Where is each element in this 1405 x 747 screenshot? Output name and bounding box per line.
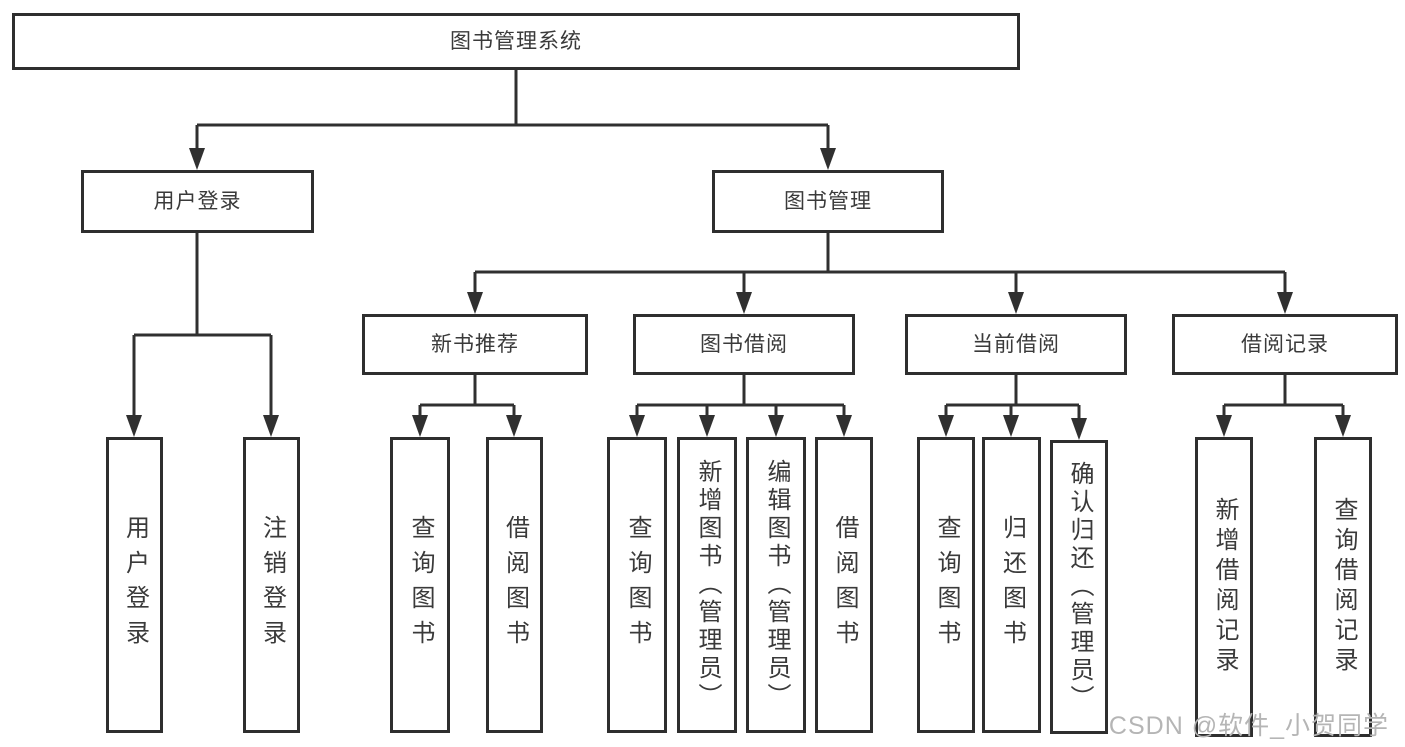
node-label: 图书管理 (784, 190, 872, 213)
leaf-borrow-books-recommend: 借阅图书 (486, 437, 543, 733)
node-label: 编辑图书（管理员） (763, 459, 790, 711)
leaf-query-books-current: 查询图书 (917, 437, 975, 733)
node-label: 注销登录 (258, 515, 286, 655)
leaf-logout: 注销登录 (243, 437, 300, 733)
leaf-query-books-recommend: 查询图书 (390, 437, 450, 733)
leaf-return-books: 归还图书 (982, 437, 1041, 733)
leaf-confirm-return-admin: 确认归还（管理员） (1050, 440, 1108, 734)
arrowheads (126, 148, 1351, 440)
node-label: 新书推荐 (431, 333, 519, 356)
node-label: 查询图书 (407, 515, 434, 655)
node-borrow-records: 借阅记录 (1172, 314, 1398, 375)
node-current-borrowing: 当前借阅 (905, 314, 1127, 375)
leaf-add-book-admin: 新增图书（管理员） (677, 437, 737, 733)
node-label: 查询图书 (933, 515, 960, 655)
node-library-management-system: 图书管理系统 (12, 13, 1020, 70)
node-label: 借阅图书 (501, 515, 529, 655)
node-user-login-branch: 用户登录 (81, 170, 314, 233)
leaf-query-borrow-record: 查询借阅记录 (1314, 437, 1372, 737)
csdn-watermark: CSDN @软件_小贺同学 (1108, 712, 1389, 740)
leaf-edit-book-admin: 编辑图书（管理员） (746, 437, 806, 733)
leaf-query-books-borrowing: 查询图书 (607, 437, 667, 733)
node-label: 用户登录 (121, 515, 149, 655)
leaf-add-borrow-record: 新增借阅记录 (1195, 437, 1253, 737)
node-label: 确认归还（管理员） (1066, 461, 1093, 713)
node-new-book-recommend: 新书推荐 (362, 314, 588, 375)
node-label: 图书借阅 (700, 333, 788, 356)
node-label: 图书管理系统 (450, 30, 582, 53)
node-label: 借阅记录 (1241, 333, 1329, 356)
leaf-borrow-books-borrowing: 借阅图书 (815, 437, 873, 733)
leaf-user-login: 用户登录 (106, 437, 163, 733)
node-label: 用户登录 (153, 190, 242, 213)
node-label: 新增借阅记录 (1211, 497, 1238, 677)
node-label: 当前借阅 (972, 333, 1060, 356)
node-label: 归还图书 (998, 515, 1026, 655)
node-book-borrowing: 图书借阅 (633, 314, 855, 375)
node-book-management: 图书管理 (712, 170, 944, 233)
node-label: 查询借阅记录 (1330, 497, 1357, 677)
node-label: 新增图书（管理员） (694, 459, 721, 711)
node-label: 查询图书 (624, 515, 651, 655)
node-label: 借阅图书 (831, 515, 858, 655)
